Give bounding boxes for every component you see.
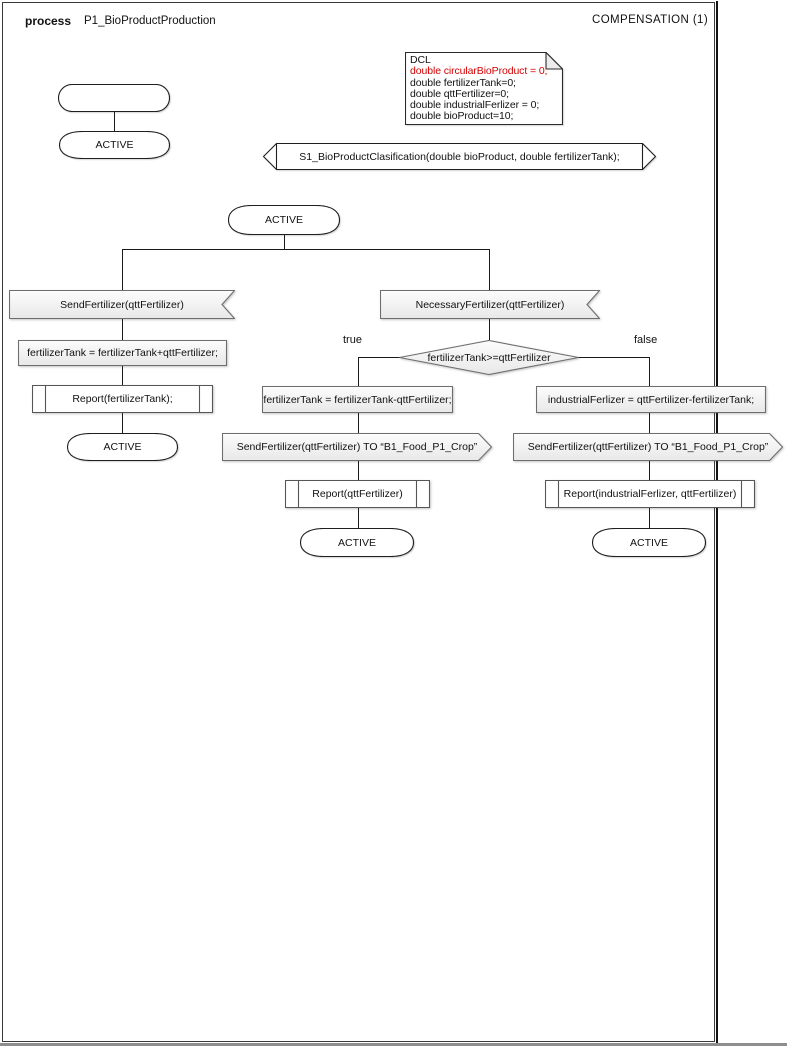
input-label: SendFertilizer(qttFertilizer) (60, 298, 184, 311)
branch-false-label: false (634, 334, 658, 346)
process-name: P1_BioProductProduction (84, 15, 216, 27)
connector-true (358, 357, 400, 358)
start-symbol[interactable] (58, 84, 170, 112)
connector-true (358, 357, 359, 386)
state-active-start[interactable]: ACTIVE (59, 131, 170, 159)
output-sendfertilizer-false[interactable]: SendFertilizer(qttFertilizer) TO “B1_Foo… (513, 433, 783, 461)
connector (649, 413, 650, 433)
connector (358, 461, 359, 480)
connector (358, 508, 359, 528)
declarations-text: DCL double circularBioProduct = 0; doubl… (405, 52, 563, 125)
task-add-fertilizer[interactable]: fertilizerTank = fertilizerTank+qttFerti… (18, 340, 227, 366)
state-label: ACTIVE (265, 214, 303, 227)
procedure-call-report-false[interactable]: Report(industrialFerlizer, qttFertilizer… (545, 480, 755, 508)
process-frame (2, 2, 715, 1042)
connector (284, 235, 285, 249)
connector (649, 461, 650, 480)
connector (489, 319, 490, 340)
task-industrial-fertilizer[interactable]: industrialFerlizer = qttFertilizer-ferti… (536, 386, 766, 413)
connector-false (578, 357, 649, 358)
connector (122, 249, 123, 290)
process-frame-right-edge (716, 1, 718, 1044)
task-label: fertilizerTank = fertilizerTank+qttFerti… (27, 347, 218, 360)
branch-true-label: true (343, 334, 362, 346)
state-label: ACTIVE (630, 536, 668, 549)
connector (489, 249, 490, 290)
input-necessaryfertilizer[interactable]: NecessaryFertilizer(qttFertilizer) (380, 290, 600, 319)
output-label: SendFertilizer(qttFertilizer) TO “B1_Foo… (236, 441, 478, 454)
task-subtract-fertilizer[interactable]: fertilizerTank = fertilizerTank-qttFerti… (262, 386, 453, 413)
process-keyword: process (25, 14, 72, 28)
procedure-call-report-left[interactable]: Report(fertilizerTank); (32, 385, 213, 413)
connector (122, 319, 123, 340)
procedure-call-report-true[interactable]: Report(qttFertilizer) (285, 480, 430, 508)
procedure-label: Report(fertilizerTank); (72, 393, 173, 406)
dcl-highlight-line: double circularBioProduct = 0; (410, 65, 548, 78)
connector (122, 249, 490, 250)
procedure-declaration[interactable]: S1_BioProductClasification(double bioPro… (263, 143, 656, 170)
procedure-label: Report(qttFertilizer) (312, 488, 403, 501)
page-label: COMPENSATION (1) (592, 14, 709, 26)
connector (122, 413, 123, 433)
decision-fertilizer-compare[interactable]: fertilizerTank>=qttFertilizer (399, 340, 579, 375)
decision-label: fertilizerTank>=qttFertilizer (427, 351, 551, 364)
state-active-left[interactable]: ACTIVE (67, 433, 178, 461)
input-label: NecessaryFertilizer(qttFertilizer) (415, 298, 565, 311)
page-bottom-edge (0, 1043, 787, 1046)
state-active-true[interactable]: ACTIVE (300, 528, 414, 557)
output-label: SendFertilizer(qttFertilizer) TO “B1_Foo… (527, 441, 769, 454)
connector (358, 413, 359, 433)
connector (649, 508, 650, 528)
output-sendfertilizer-true[interactable]: SendFertilizer(qttFertilizer) TO “B1_Foo… (222, 433, 492, 461)
connector (122, 366, 123, 385)
declarations-note[interactable]: DCL double circularBioProduct = 0; doubl… (405, 52, 563, 125)
connector-false (649, 357, 650, 386)
dcl-line: double fertilizerTank=0; (410, 76, 516, 89)
state-label: ACTIVE (95, 139, 134, 152)
task-label: industrialFerlizer = qttFertilizer-ferti… (547, 393, 755, 406)
state-active-main[interactable]: ACTIVE (228, 205, 340, 235)
task-label: fertilizerTank = fertilizerTank-qttFerti… (263, 393, 452, 406)
state-label: ACTIVE (103, 441, 142, 454)
input-sendfertilizer[interactable]: SendFertilizer(qttFertilizer) (9, 290, 235, 319)
procedure-declaration-label: S1_BioProductClasification(double bioPro… (299, 150, 620, 163)
state-label: ACTIVE (338, 536, 376, 549)
state-active-false[interactable]: ACTIVE (592, 528, 706, 557)
procedure-label: Report(industrialFerlizer, qttFertilizer… (563, 488, 737, 501)
dcl-line: double industrialFerlizer = 0; (410, 99, 540, 112)
dcl-line: double qttFertilizer=0; (410, 87, 509, 100)
dcl-title: DCL (410, 54, 431, 66)
connector (114, 112, 115, 132)
dcl-line: double bioProduct=10; (410, 110, 514, 123)
